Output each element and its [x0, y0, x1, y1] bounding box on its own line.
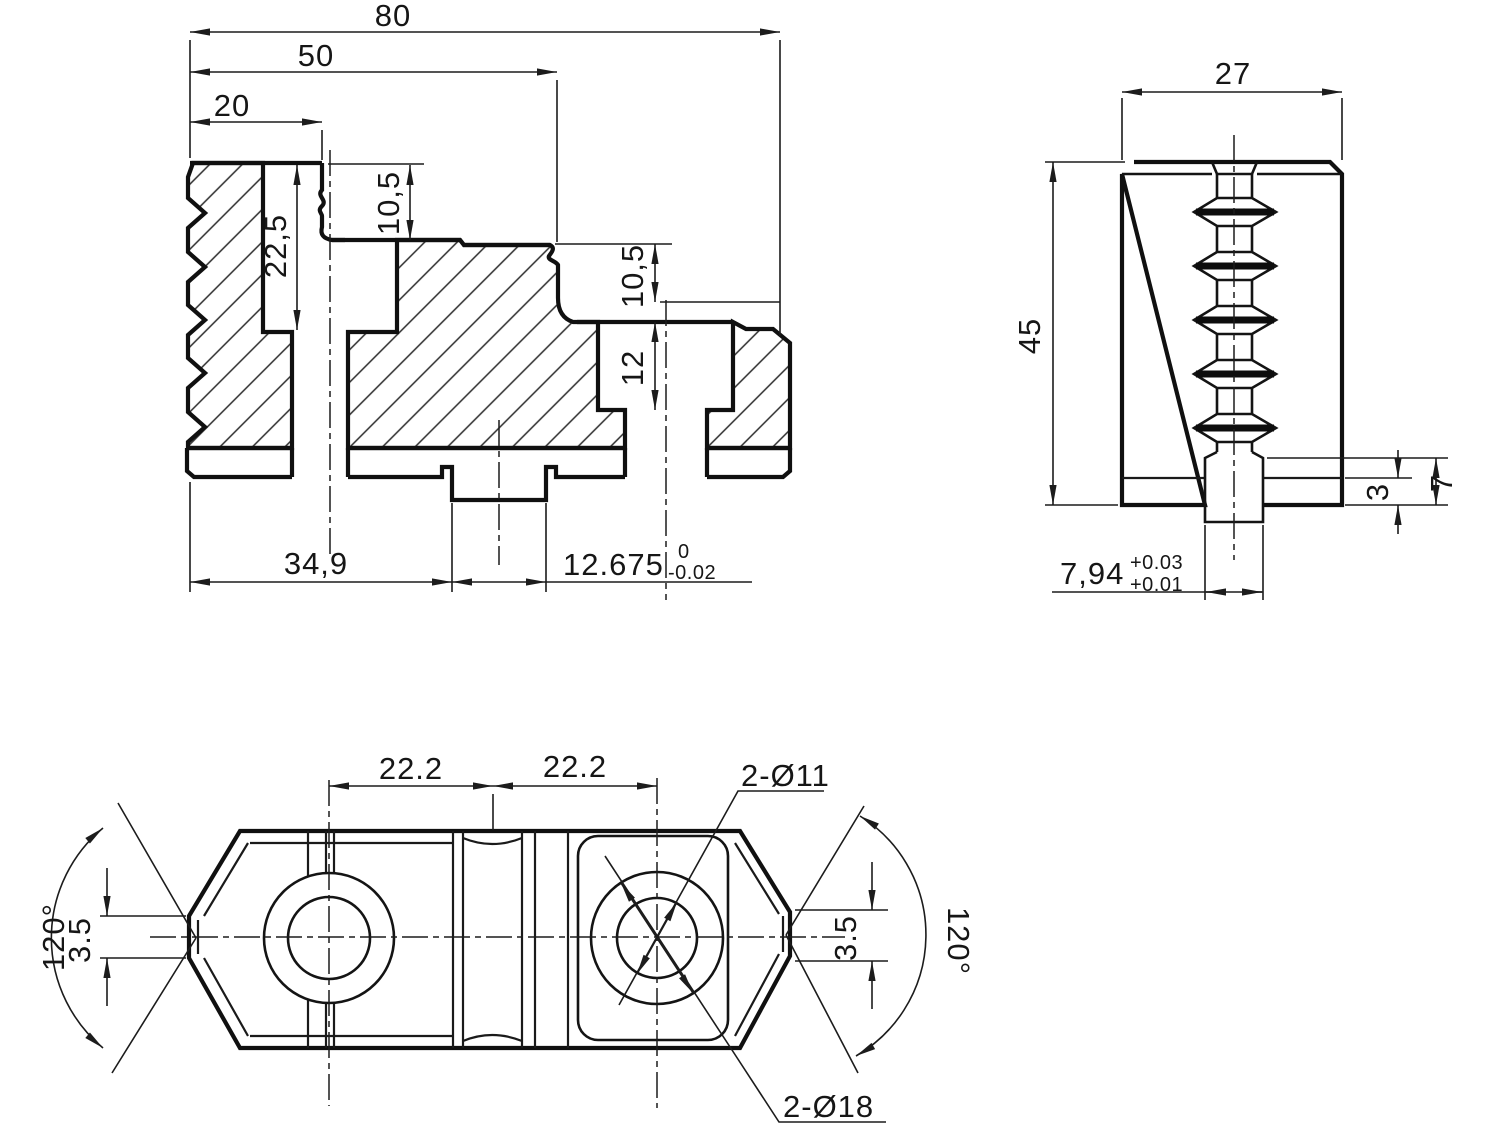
- hole-small-arrow-1: [656, 901, 678, 939]
- dim-120-right-label: 120°: [941, 907, 976, 975]
- dim-22-5-label: 22,5: [258, 214, 293, 278]
- dim-22-2-right-label: 22.2: [543, 749, 607, 784]
- hole-large-leader: [604, 855, 886, 1123]
- section-body-left: [185, 160, 295, 451]
- dim-7-94-tol-upper: +0.03: [1130, 552, 1183, 574]
- dim-22-2-left-label: 22.2: [379, 751, 443, 786]
- ext-line: [100, 915, 186, 959]
- ext-line: [1267, 457, 1448, 506]
- hole-small-label: 2-Ø11: [741, 758, 830, 793]
- section-screw-channels: [289, 448, 710, 477]
- plan-right-block: [576, 834, 730, 1042]
- section-slot-far-wall: [317, 163, 345, 243]
- column-top-flare: [1210, 161, 1259, 176]
- angle-left-arc: [50, 827, 104, 1049]
- ext-line: [189, 482, 547, 592]
- plan-chamfer-lines: [196, 841, 785, 1038]
- dim-12-675-tol-upper: 0: [678, 541, 690, 563]
- section-view: 80 50 20 10,5 22,5 10,5 12 34,9 12.675 0…: [184, 0, 793, 600]
- dim-7-94-tol-lower: +0.01: [1130, 574, 1183, 596]
- plan-center-lines-features: [451, 831, 570, 1048]
- dim-20-label: 20: [214, 88, 250, 123]
- angle-left-rays: [111, 802, 197, 1074]
- ext-line: [189, 40, 781, 336]
- column-neck: [1215, 174, 1254, 452]
- dim-45-label: 45: [1012, 318, 1047, 354]
- plan-view: 22.2 22.2 2-Ø11 2-Ø18 120° 120° 3.5 3.5: [36, 749, 976, 1124]
- dim-80-label: 80: [375, 0, 411, 33]
- hole-large-arrow-2: [620, 882, 658, 939]
- dim-7-94-label: 7,94: [1060, 556, 1124, 591]
- dim-7-label: 7: [1424, 474, 1459, 492]
- angle-right-rays: [785, 805, 865, 1074]
- dim-12-675-tol-lower: -0.02: [668, 562, 716, 584]
- dim-3-5-left-label: 3.5: [62, 917, 97, 963]
- dim-12-675-label: 12.675: [563, 547, 664, 582]
- section-step2-surface: [332, 237, 550, 248]
- section-body-right: [704, 318, 793, 451]
- end-view: 27 45 7 3 7,94 +0.03 +0.01: [1012, 56, 1459, 600]
- dim-27-label: 27: [1215, 56, 1251, 91]
- dim-34-9-label: 34,9: [284, 546, 348, 581]
- hole-large-label: 2-Ø18: [783, 1089, 874, 1124]
- section-base-outline: [184, 448, 793, 503]
- hole-small-arrow-2: [636, 937, 658, 975]
- ext-line: [1204, 525, 1264, 600]
- dim-50-label: 50: [298, 38, 334, 73]
- ext-line: [1045, 161, 1125, 506]
- angle-right-arc: [855, 815, 927, 1057]
- dim-3-5-right-label: 3.5: [828, 915, 863, 961]
- dim-12-label: 12: [615, 350, 650, 386]
- hole-large-arrow-1: [656, 937, 694, 994]
- plan-outline: [186, 828, 793, 1051]
- dim-3-label: 3: [1360, 483, 1395, 501]
- column-teeth: [1191, 196, 1279, 444]
- plan-center-arcs: [462, 836, 523, 1043]
- dim-120-left-label: 120°: [36, 903, 71, 971]
- section-body-middle: [345, 237, 628, 451]
- dim-10-5-upper-label: 10,5: [371, 171, 406, 235]
- ext-line: [1121, 98, 1343, 160]
- ext-line: [555, 243, 780, 303]
- dim-10-5-lower-label: 10,5: [615, 244, 650, 308]
- plan-groove-lines: [306, 831, 336, 1048]
